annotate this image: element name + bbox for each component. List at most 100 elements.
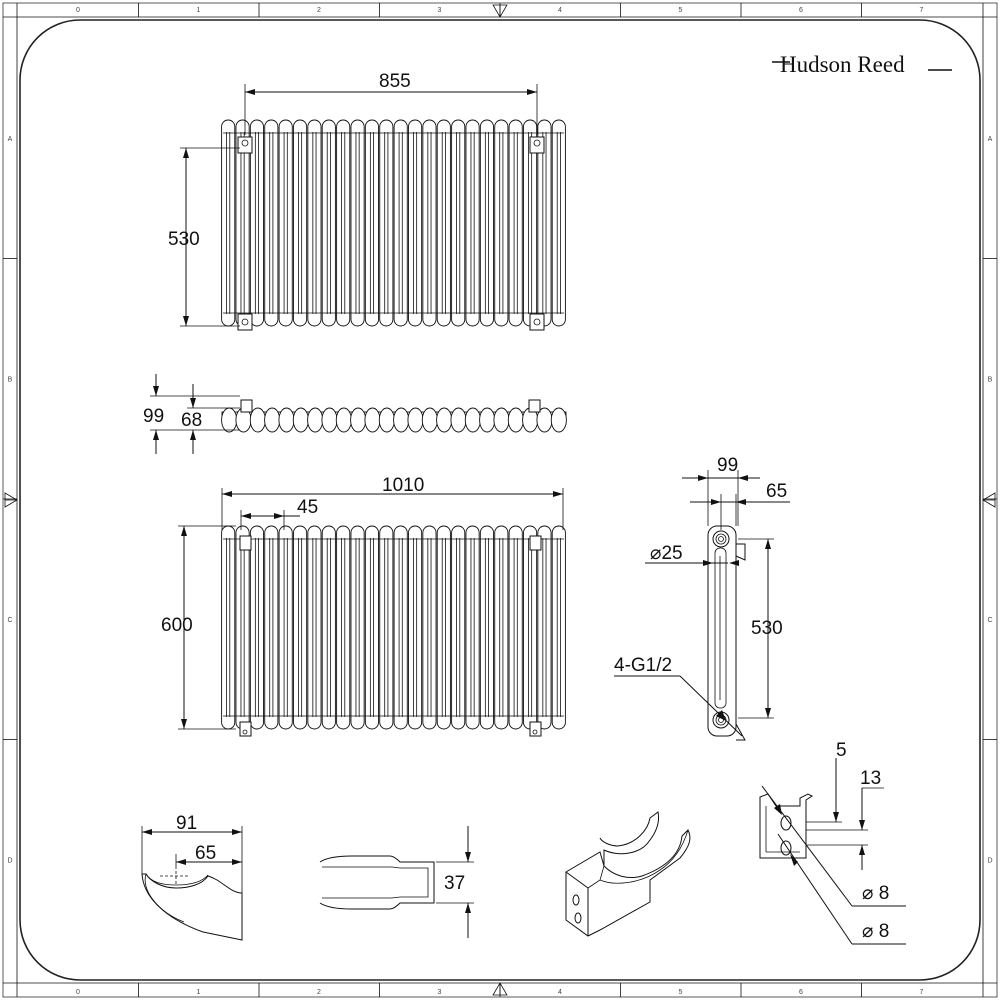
bracket-37-label: 37 [444, 873, 465, 894]
radiator-column [321, 525, 336, 730]
radiator-column [307, 119, 322, 327]
radiator-column [479, 119, 494, 327]
ruler-column-label: 3 [438, 989, 442, 996]
radiator-column [278, 525, 293, 730]
radiator-column-plan [479, 407, 496, 433]
radiator-column [364, 119, 379, 327]
radiator-column-plan [292, 407, 309, 433]
ruler-column-label: 0 [76, 989, 80, 996]
front-view-600-columns [221, 525, 566, 730]
ruler-column-label: 5 [679, 7, 683, 14]
radiator-column-plan [450, 407, 467, 433]
dimension-45: 45 [240, 497, 318, 530]
radiator-column-plan [550, 407, 567, 433]
dimension-99-plan: 99 [143, 374, 240, 454]
front-view-600-valves [239, 535, 542, 737]
dimension-91: 91 [141, 813, 243, 893]
dimension-855: 855 [244, 71, 538, 135]
width-1010-label: 1010 [382, 475, 424, 496]
radiator-column [264, 119, 279, 327]
radiator-column [408, 119, 423, 327]
ruler-column-label: 4 [558, 989, 562, 996]
brand-name: Hudson Reed [780, 52, 905, 77]
pitch-45-label: 45 [297, 497, 318, 518]
ruler-column-label: 4 [558, 7, 562, 14]
bracket-detail-view: 5 13 ⌀ 8 ⌀ 8 [759, 740, 906, 945]
radiator-column [264, 525, 279, 730]
bracket-plan-view: 37 [319, 826, 474, 938]
radiator-column [249, 525, 264, 730]
radiator-column [451, 525, 466, 730]
hole-a-label: ⌀ 8 [862, 883, 889, 904]
radiator-column-plan [350, 407, 367, 433]
radiator-column-plan [407, 407, 424, 433]
dimension-68-plan: 68 [181, 384, 240, 454]
ruler-row-label: D [7, 858, 12, 865]
radiator-column [379, 525, 394, 730]
radiator-column-plan [321, 407, 338, 433]
dimension-1010: 1010 [221, 475, 564, 530]
radiator-column-plan [393, 407, 410, 433]
dimension-530-side: 530 [738, 538, 783, 719]
radiator-column [508, 525, 523, 730]
radiator-column [422, 119, 437, 327]
ruler-row-label: C [7, 617, 12, 624]
radiator-column-plan [436, 407, 453, 433]
centre-markers [4, 4, 996, 996]
dimension-65-bracket: 65 [175, 843, 242, 866]
plan-view: 99 68 [143, 374, 567, 454]
depth-99-label: 99 [143, 406, 164, 427]
ruler-column-label: 6 [799, 7, 803, 14]
radiator-column [350, 525, 365, 730]
dimension-530-front: 530 [168, 147, 240, 327]
radiator-column [494, 525, 509, 730]
radiator-column-plan [335, 407, 352, 433]
radiator-column [551, 525, 566, 730]
dimension-99-side: 99 [682, 455, 760, 526]
radiator-column-plan [307, 407, 324, 433]
radiator-column [465, 525, 480, 730]
radiator-column [479, 525, 494, 730]
radiator-column [350, 119, 365, 327]
ruler-row-label: A [8, 136, 13, 143]
radiator-column [278, 119, 293, 327]
radiator-column [293, 119, 308, 327]
width-855-label: 855 [379, 71, 411, 92]
ruler-row-label: D [987, 858, 992, 865]
radiator-column [422, 525, 437, 730]
radiator-column-plan [464, 407, 481, 433]
dimension-5: 5 [806, 740, 847, 823]
ruler-column-label: 1 [197, 989, 201, 996]
dimension-37: 37 [436, 826, 474, 938]
ruler-row-label: C [987, 617, 992, 624]
ruler-row-label: B [988, 377, 993, 384]
hole-a-callout: ⌀ 8 [761, 785, 906, 907]
radiator-column [235, 525, 250, 730]
drawing-frame [19, 19, 981, 981]
radiator-column-plan [364, 407, 381, 433]
ruler-row-label: A [988, 136, 993, 143]
radiator-column-plan [221, 407, 238, 433]
radiator-column [393, 119, 408, 327]
height-600-label: 600 [161, 615, 193, 636]
bracket-side-view: 91 65 [141, 813, 243, 941]
side-bracket-65-label: 65 [766, 481, 787, 502]
radiator-column [249, 119, 264, 327]
plan-view-columns [221, 407, 567, 433]
radiator-column [436, 119, 451, 327]
front-view-530: 855 530 [168, 71, 566, 331]
radiator-column [523, 525, 538, 730]
ruler-column-label: 0 [76, 7, 80, 14]
radiator-column [537, 525, 552, 730]
radiator-column-plan [507, 407, 524, 433]
radiator-column [336, 525, 351, 730]
radiator-column-plan [264, 407, 281, 433]
connections-callout: 4-G1/2 [614, 655, 743, 737]
ruler-column-label: 7 [920, 7, 924, 14]
ruler-column-label: 1 [197, 7, 201, 14]
radiator-column [508, 119, 523, 327]
hole-b-label: ⌀ 8 [862, 921, 889, 942]
radiator-column [551, 119, 566, 327]
radiator-column [321, 119, 336, 327]
